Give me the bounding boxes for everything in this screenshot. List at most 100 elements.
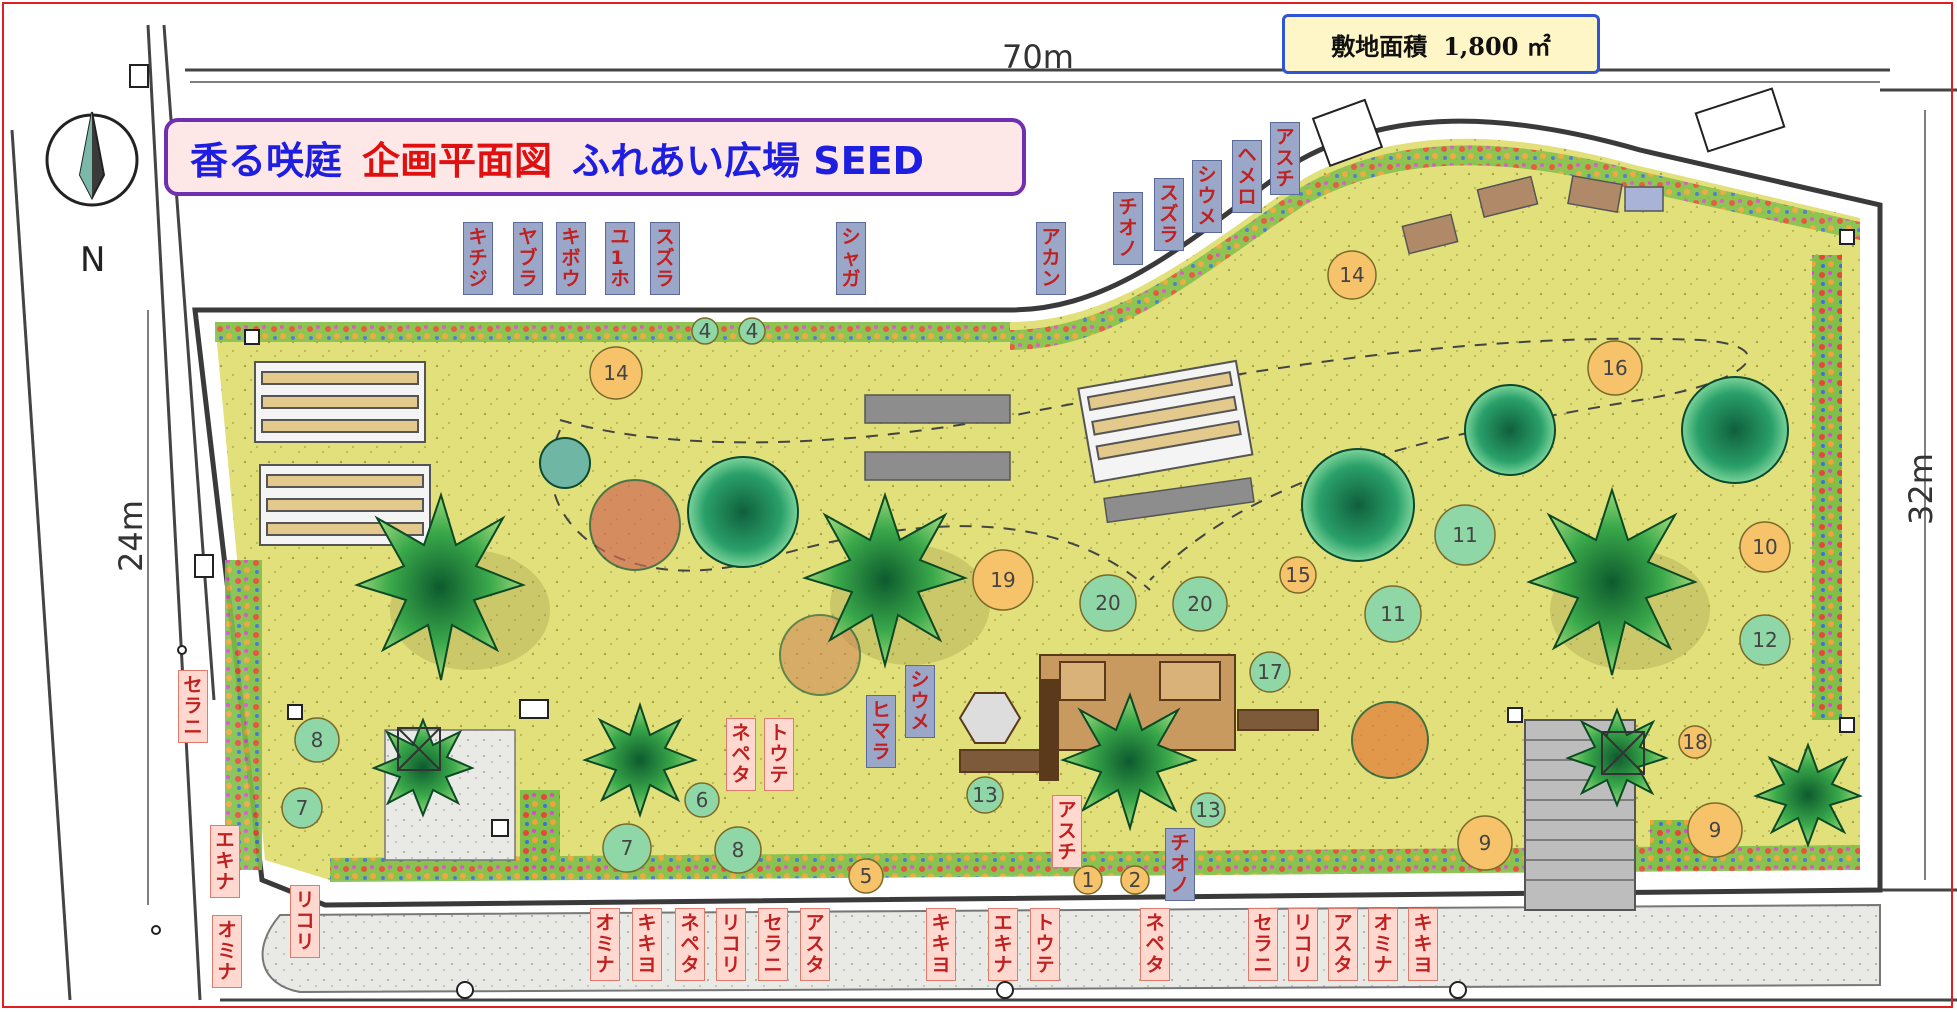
plant-label: リコリ [716,908,746,981]
plot-6 [684,782,720,818]
flower-borders [215,145,1860,882]
round-trees [539,376,1789,779]
plan-title: 香る咲庭 企画平面図 ふれあい広場 SEED [164,118,1026,196]
plot-label: 13 [1195,798,1220,822]
plant-label: オミナ [212,915,242,988]
plot-label: 8 [311,728,324,752]
site-boundary [192,118,1883,908]
plant-label: ヤブラ [513,222,543,295]
plant-label: オミナ [590,908,620,981]
entrance-shelters [397,727,1645,775]
plot-label: 4 [699,319,712,343]
pergola-deck [958,654,1319,781]
plot-20a [1079,574,1137,632]
sidewalk [261,903,1881,994]
plant-label: キキヨ [926,908,956,981]
plot-20b [1172,576,1228,632]
plot-7a [281,787,323,829]
plot-12 [1739,614,1791,666]
tree-round-3 [1464,384,1556,476]
plant-label: スズラ [650,222,680,295]
dimension-width: 70m [1002,38,1074,76]
plot-9b [1687,802,1743,858]
tree-round-5 [539,437,591,489]
plant-label: キキヨ [632,908,662,981]
greenhouses [254,359,1254,546]
tree-round-6 [589,479,681,571]
plot-11a [1434,504,1496,566]
plant-label: アカン [1036,222,1066,295]
plant-label: キボウ [556,222,586,295]
plot-13a [966,776,1004,814]
plot-18 [1678,725,1712,759]
tree-star-2 [801,491,969,669]
plant-label: キキヨ [1408,908,1438,981]
plot-label: 7 [296,796,309,820]
dimension-left-depth: 24m [112,500,150,572]
plant-label: ネペタ [1140,908,1170,981]
plot-label: 19 [990,568,1015,592]
north-arrow-icon [45,111,139,207]
plot-19 [972,549,1034,611]
plot-label: 14 [603,361,628,385]
plant-label: ヒマラ [866,695,896,768]
plant-label: セラニ [178,670,208,743]
plot-label: 10 [1752,535,1777,559]
plot-4a [691,317,719,345]
plot-label: 20 [1095,591,1120,615]
plot-label: 11 [1380,602,1405,626]
tree-star-6 [1753,742,1863,848]
plot-label: 6 [696,788,709,812]
plot-label: 1 [1082,868,1095,892]
tree-round-8 [1351,701,1429,779]
plot-14b [589,346,643,400]
site-area-box: 敷地面積 1,800 ㎡ [1282,14,1600,74]
tree-round-1 [687,456,799,568]
plot-label: 13 [972,783,997,807]
plant-label: キチジ [463,222,493,295]
plant-label: シャガ [836,222,866,295]
plot-label: 5 [860,864,873,888]
plant-label: シウメ [905,665,935,738]
plant-label: チオノ [1165,828,1195,901]
tree-star-5 [1060,692,1198,832]
plot-label: 14 [1339,263,1364,287]
plot-label: 16 [1602,356,1627,380]
site-fixtures [129,64,1855,999]
tree-star-4 [582,701,698,819]
plant-label: ヘメロ [1232,140,1262,213]
plant-label: スズラ [1154,178,1184,251]
plant-label: アスチ [1052,795,1082,868]
plant-label: リコリ [290,885,320,958]
plant-label: アスタ [800,908,830,981]
plant-label: エキナ [210,825,240,898]
plot-label: 18 [1682,730,1707,754]
plant-label: オミナ [1368,908,1398,981]
plot-16 [1587,340,1643,396]
plot-label: 2 [1129,868,1142,892]
plot-8b [714,826,762,874]
plant-label: エキナ [988,908,1018,981]
plant-label: アスチ [1270,122,1300,195]
plant-label: アスタ [1328,908,1358,981]
plot-8a [294,717,340,763]
plot-label: 12 [1752,628,1777,652]
plant-label: ネペタ [675,908,705,981]
title-part-3: ふれあい広場 SEED [572,138,925,183]
tree-star-3 [1526,486,1698,676]
plot-17 [1249,651,1291,693]
plant-label: シウメ [1192,160,1222,233]
tree-round-2 [1301,448,1415,562]
plot-7b [602,823,652,873]
numbered-plots [281,250,1791,895]
plot-label: 4 [746,319,759,343]
plot-2 [1120,865,1150,895]
plot-13b [1190,792,1226,828]
plot-number-labels: 14 14 16 10 11 11 12 15 19 20 20 17 13 1… [296,263,1778,892]
dimension-lines [147,81,1926,905]
plot-1 [1073,865,1103,895]
title-part-1: 香る咲庭 [190,138,343,183]
tree-round-4 [1681,376,1789,484]
